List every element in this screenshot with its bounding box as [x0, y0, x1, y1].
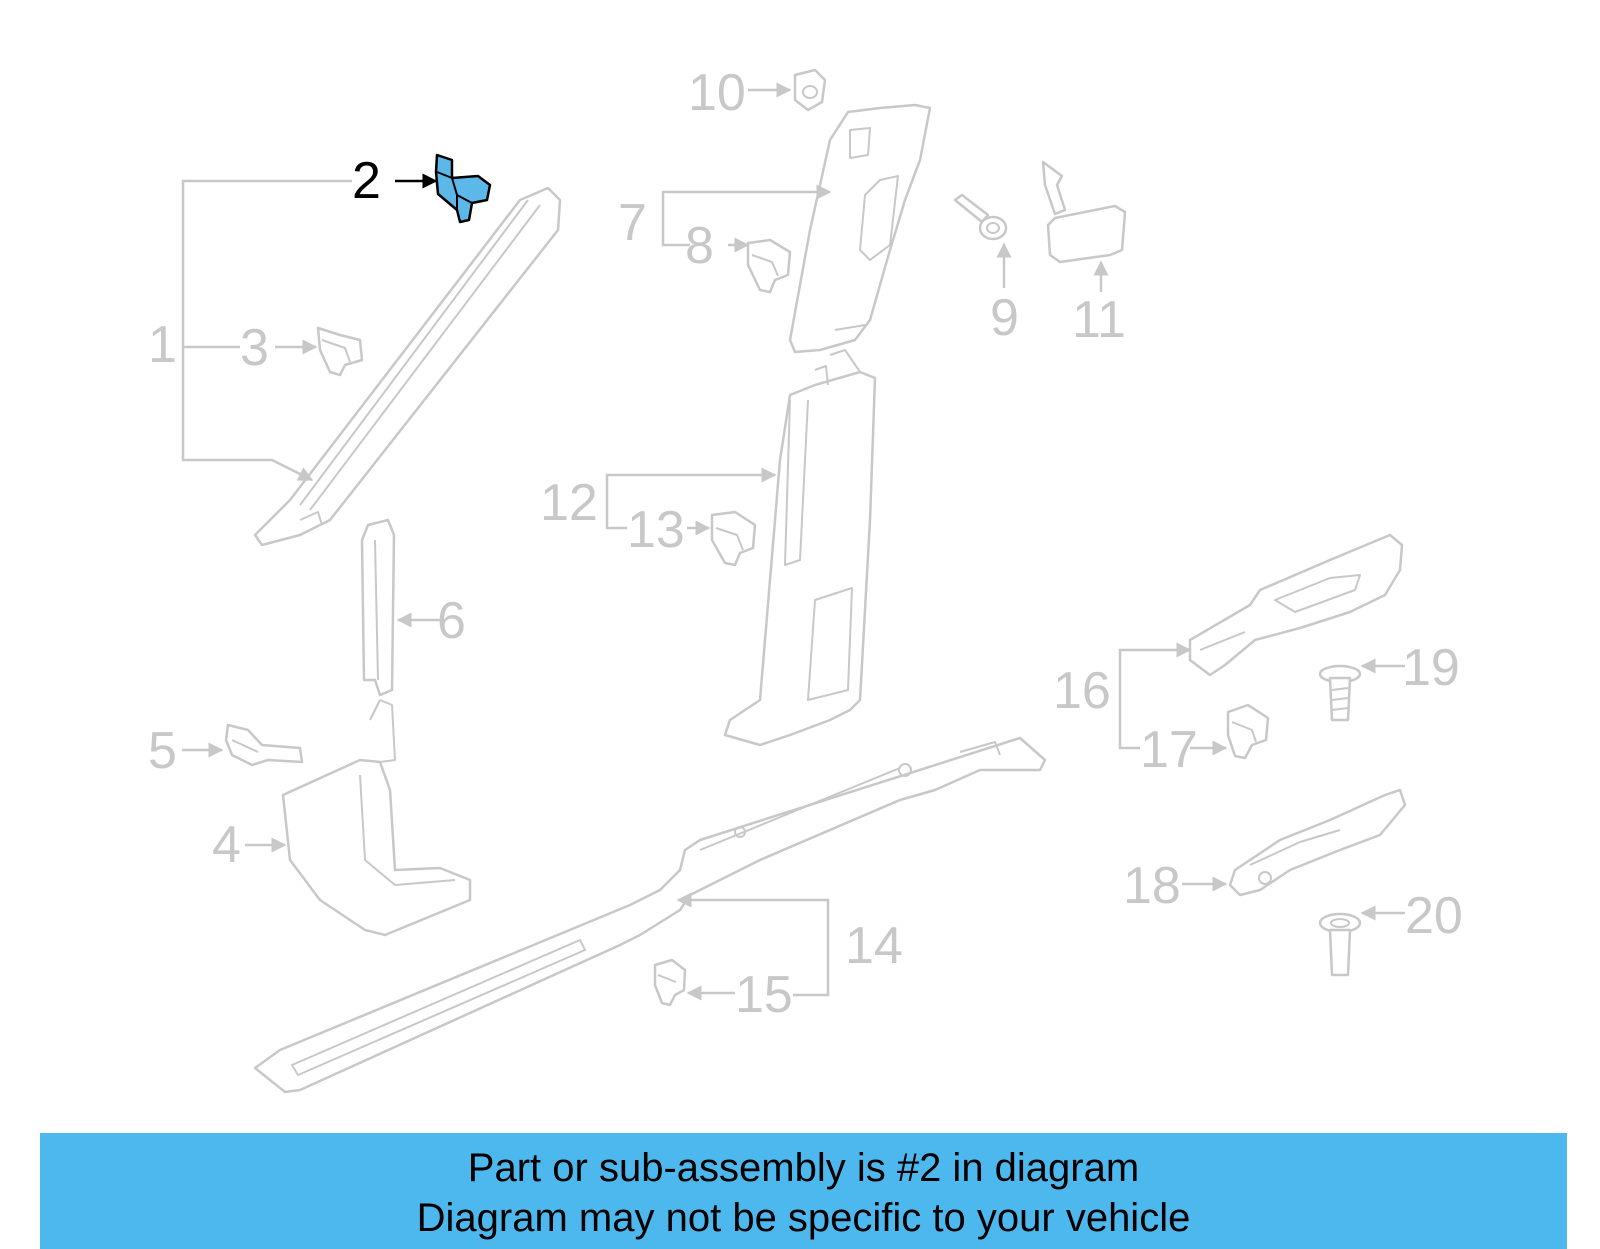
callout-4: 4 — [212, 816, 241, 874]
banner-line-disclaimer: Diagram may not be specific to your vehi… — [416, 1196, 1191, 1240]
part-11-cover[interactable] — [1041, 160, 1127, 264]
part-7-b-pillar-upper-trim[interactable] — [788, 103, 932, 354]
part-2-clip[interactable] — [434, 153, 492, 224]
part-4-kick-panel[interactable] — [281, 699, 472, 937]
callout-17: 17 — [1140, 721, 1198, 779]
part-1-a-pillar-trim[interactable] — [253, 186, 562, 547]
part-15-clip[interactable] — [653, 958, 687, 1007]
leader-lines — [181, 82, 1405, 1001]
callout-9: 9 — [990, 289, 1019, 347]
callout-20: 20 — [1405, 887, 1463, 945]
callout-labels: 1 2 3 4 5 6 7 8 9 10 11 12 13 14 15 16 1… — [148, 64, 1463, 1024]
part-9-bolt[interactable] — [953, 193, 1008, 241]
callout-3: 3 — [240, 319, 269, 377]
callout-6: 6 — [437, 592, 466, 650]
part-19-screw[interactable] — [1318, 664, 1362, 722]
callout-13: 13 — [627, 501, 685, 559]
callout-1: 1 — [148, 316, 177, 374]
callout-8: 8 — [685, 217, 714, 275]
part-20-fastener[interactable] — [1318, 912, 1362, 977]
part-3-clip[interactable] — [316, 326, 364, 377]
callout-11: 11 — [1072, 291, 1126, 349]
callout-19: 19 — [1402, 639, 1460, 697]
callout-14: 14 — [845, 917, 903, 975]
part-18-bracket[interactable] — [1228, 788, 1407, 897]
part-6-trim-strip[interactable] — [360, 518, 396, 697]
callout-15: 15 — [735, 966, 793, 1024]
banner-line-part: Part or sub-assembly is #2 in diagram — [467, 1146, 1140, 1190]
callout-2: 2 — [352, 152, 381, 210]
part-16-rear-sill-trim[interactable] — [1188, 533, 1404, 677]
part-5-clip[interactable] — [224, 723, 304, 767]
info-banner: Part or sub-assembly is #2 in diagram Di… — [40, 1133, 1567, 1249]
callout-10: 10 — [688, 64, 746, 122]
part-12-b-pillar-lower-trim[interactable] — [723, 349, 877, 747]
part-8-clip[interactable] — [746, 238, 792, 294]
part-14-sill-plate[interactable] — [253, 736, 1047, 1094]
part-10-clip[interactable] — [793, 68, 827, 112]
callout-5: 5 — [148, 722, 177, 780]
callout-12: 12 — [540, 474, 598, 532]
callout-18: 18 — [1123, 857, 1181, 915]
part-13-clip[interactable] — [710, 510, 757, 567]
callout-7: 7 — [618, 194, 647, 252]
callout-16: 16 — [1053, 662, 1111, 720]
part-17-clip[interactable] — [1226, 703, 1270, 760]
